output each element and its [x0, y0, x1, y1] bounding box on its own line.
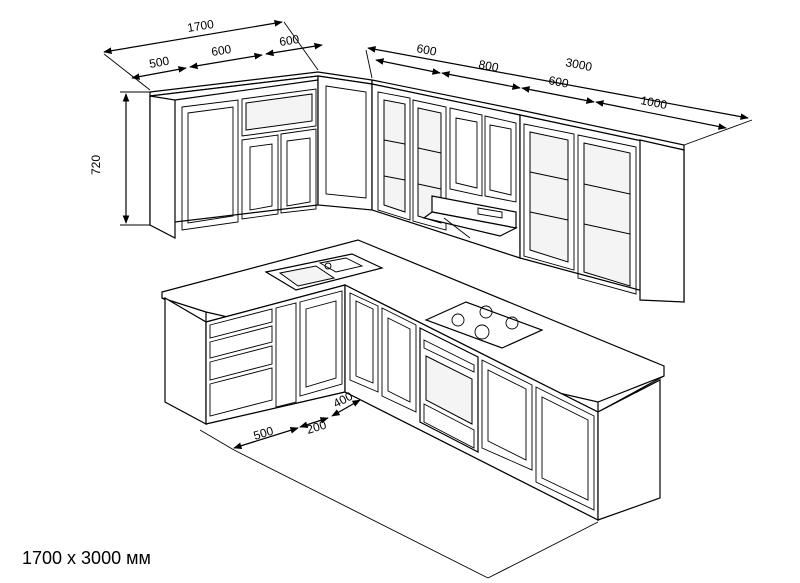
dim-upper-right-total: 3000 [564, 55, 593, 74]
dim-upper-left-600b: 600 [278, 32, 300, 49]
dimension-labels: 1700 500 600 600 3000 600 800 600 1000 7… [89, 17, 669, 443]
dim-upper-right-1000: 1000 [639, 93, 668, 112]
dim-lower-500: 500 [252, 424, 276, 443]
dim-upper-right-800: 800 [477, 57, 500, 75]
dim-upper-left-500: 500 [148, 54, 170, 71]
dim-upper-left-600a: 600 [210, 42, 232, 59]
dim-upper-right-600a: 600 [415, 41, 438, 59]
dim-upper-left-total: 1700 [186, 17, 215, 35]
upper-left-cabinets [149, 71, 373, 239]
size-caption: 1700 x 3000 мм [22, 548, 151, 568]
dimension-lines [103, 19, 753, 579]
dim-lower-200: 200 [305, 418, 329, 437]
dim-upper-right-600b: 600 [547, 73, 570, 91]
lower-cabinets [161, 239, 665, 521]
dim-height-720: 720 [89, 155, 103, 175]
